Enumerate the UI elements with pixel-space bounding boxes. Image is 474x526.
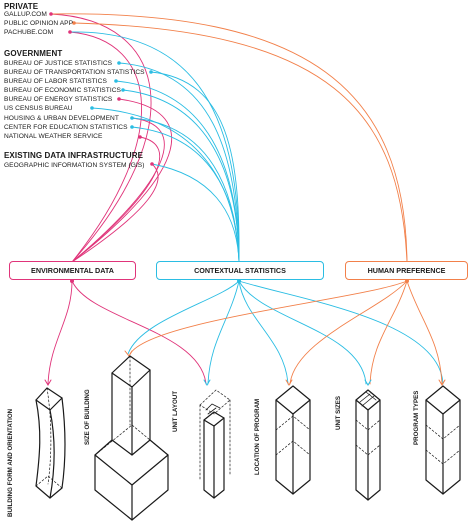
building-size-illustration [94, 355, 169, 521]
connector-pref-types [406, 280, 443, 385]
source-dots [49, 12, 154, 166]
connector-ctx-layout [207, 280, 240, 385]
dot-energy [117, 97, 121, 101]
connector-weather [71, 136, 161, 263]
source-housing: HOUSING & URBAN DEVELOPMENT [4, 115, 119, 122]
output-label-building-form: BUILDING FORM AND ORIENTATION [7, 408, 14, 517]
output-label-unit-layout: UNIT LAYOUT [172, 390, 179, 432]
connector-energy [71, 98, 173, 263]
connector-gallup [50, 13, 152, 263]
connector-ctx-location [238, 280, 289, 385]
program-types-illustration [425, 385, 461, 495]
connector-housing [71, 117, 165, 263]
unit-sizes-illustration [355, 389, 381, 501]
connector-gallup-pref [50, 13, 408, 263]
heading-government: GOVERNMENT [4, 49, 63, 58]
dot-gallup-pink [49, 12, 53, 16]
source-labor: BUREAU OF LABOR STATISTICS [4, 78, 107, 85]
program-location-illustration [275, 385, 311, 495]
connector-gis-ctx [151, 163, 240, 263]
source-weather: NATIONAL WEATHER SERVICE [4, 133, 103, 140]
source-gis: GEOGRAPHIC INFORMATION SYSTEM (GIS) [4, 162, 145, 169]
heading-infrastructure: EXISTING DATA INFRASTRUCTURE [4, 151, 144, 160]
dot-pref-bottom [405, 279, 409, 283]
dot-transport [149, 70, 153, 74]
connector-pref-location [289, 280, 408, 385]
output-label-size-of-building: SIZE OF BUILDING [84, 389, 91, 445]
source-education: CENTER FOR EDUCATION STATISTICS [4, 124, 128, 131]
dot-census [90, 106, 94, 110]
arrow-form [44, 379, 52, 386]
source-transportation: BUREAU OF TRANSPORTATION STATISTICS [4, 69, 145, 76]
category-environmental-data: ENVIRONMENTAL DATA [9, 261, 136, 280]
connector-pref-sizes [369, 280, 408, 385]
arrow-location [285, 379, 293, 386]
source-justice: BUREAU OF JUSTICE STATISTICS [4, 60, 113, 67]
output-connectors [47, 280, 444, 385]
dot-ctx-bottom [237, 279, 241, 283]
connector-env-form [47, 280, 73, 385]
arrow-layout [203, 379, 211, 386]
dot-labor [114, 79, 118, 83]
building-form-illustration [35, 387, 66, 499]
connector-education [131, 126, 240, 263]
connector-pachube-ctx [69, 31, 240, 263]
connector-ctx-sizes [238, 280, 367, 385]
heading-private: PRIVATE [4, 2, 39, 11]
dot-economic [121, 88, 125, 92]
category-contextual-statistics: CONTEXTUAL STATISTICS [156, 261, 324, 280]
connector-economic [122, 89, 240, 263]
dot-pachube [68, 30, 72, 34]
output-label-location-of-program: LOCATION OF PROGRAM [254, 398, 261, 475]
arrow-sizes [364, 379, 372, 386]
connector-pref-size [129, 280, 408, 355]
dot-housing [130, 116, 134, 120]
connector-env-layout [71, 280, 207, 385]
source-gallup: GALLUP.COM [4, 11, 47, 18]
source-economic: BUREAU OF ECONOMIC STATISTICS [4, 87, 121, 94]
category-human-preference: HUMAN PREFERENCE [345, 261, 468, 280]
connector-justice [118, 62, 240, 263]
source-pachube: PACHUBE.COM [4, 29, 54, 36]
unit-layout-illustration [199, 389, 231, 499]
dot-weather [138, 135, 142, 139]
dot-justice [117, 61, 121, 65]
dot-env-bottom [70, 279, 74, 283]
dot-education [130, 125, 134, 129]
output-label-unit-sizes: UNIT SIZES [335, 395, 342, 430]
category-dots [70, 279, 409, 283]
source-energy: BUREAU OF ENERGY STATISTICS [4, 96, 113, 103]
arrow-heads [44, 350, 446, 386]
arrow-types [438, 379, 446, 386]
connector-ctx-types [238, 280, 444, 385]
source-public-opinion-app: PUBLIC OPINION APP [4, 20, 74, 27]
output-label-program-types: PROGRAM TYPES [413, 390, 420, 445]
source-census: US CENSUS BUREAU [4, 105, 73, 112]
arrow-size [124, 350, 133, 357]
source-connectors [50, 13, 408, 263]
dot-public-opinion [72, 21, 76, 25]
connector-transport [150, 71, 240, 263]
connector-ctx-size [127, 280, 240, 355]
dot-gis [150, 162, 154, 166]
connector-gis [71, 163, 159, 263]
building-illustrations [35, 355, 461, 521]
connector-public-opinion [73, 22, 408, 263]
